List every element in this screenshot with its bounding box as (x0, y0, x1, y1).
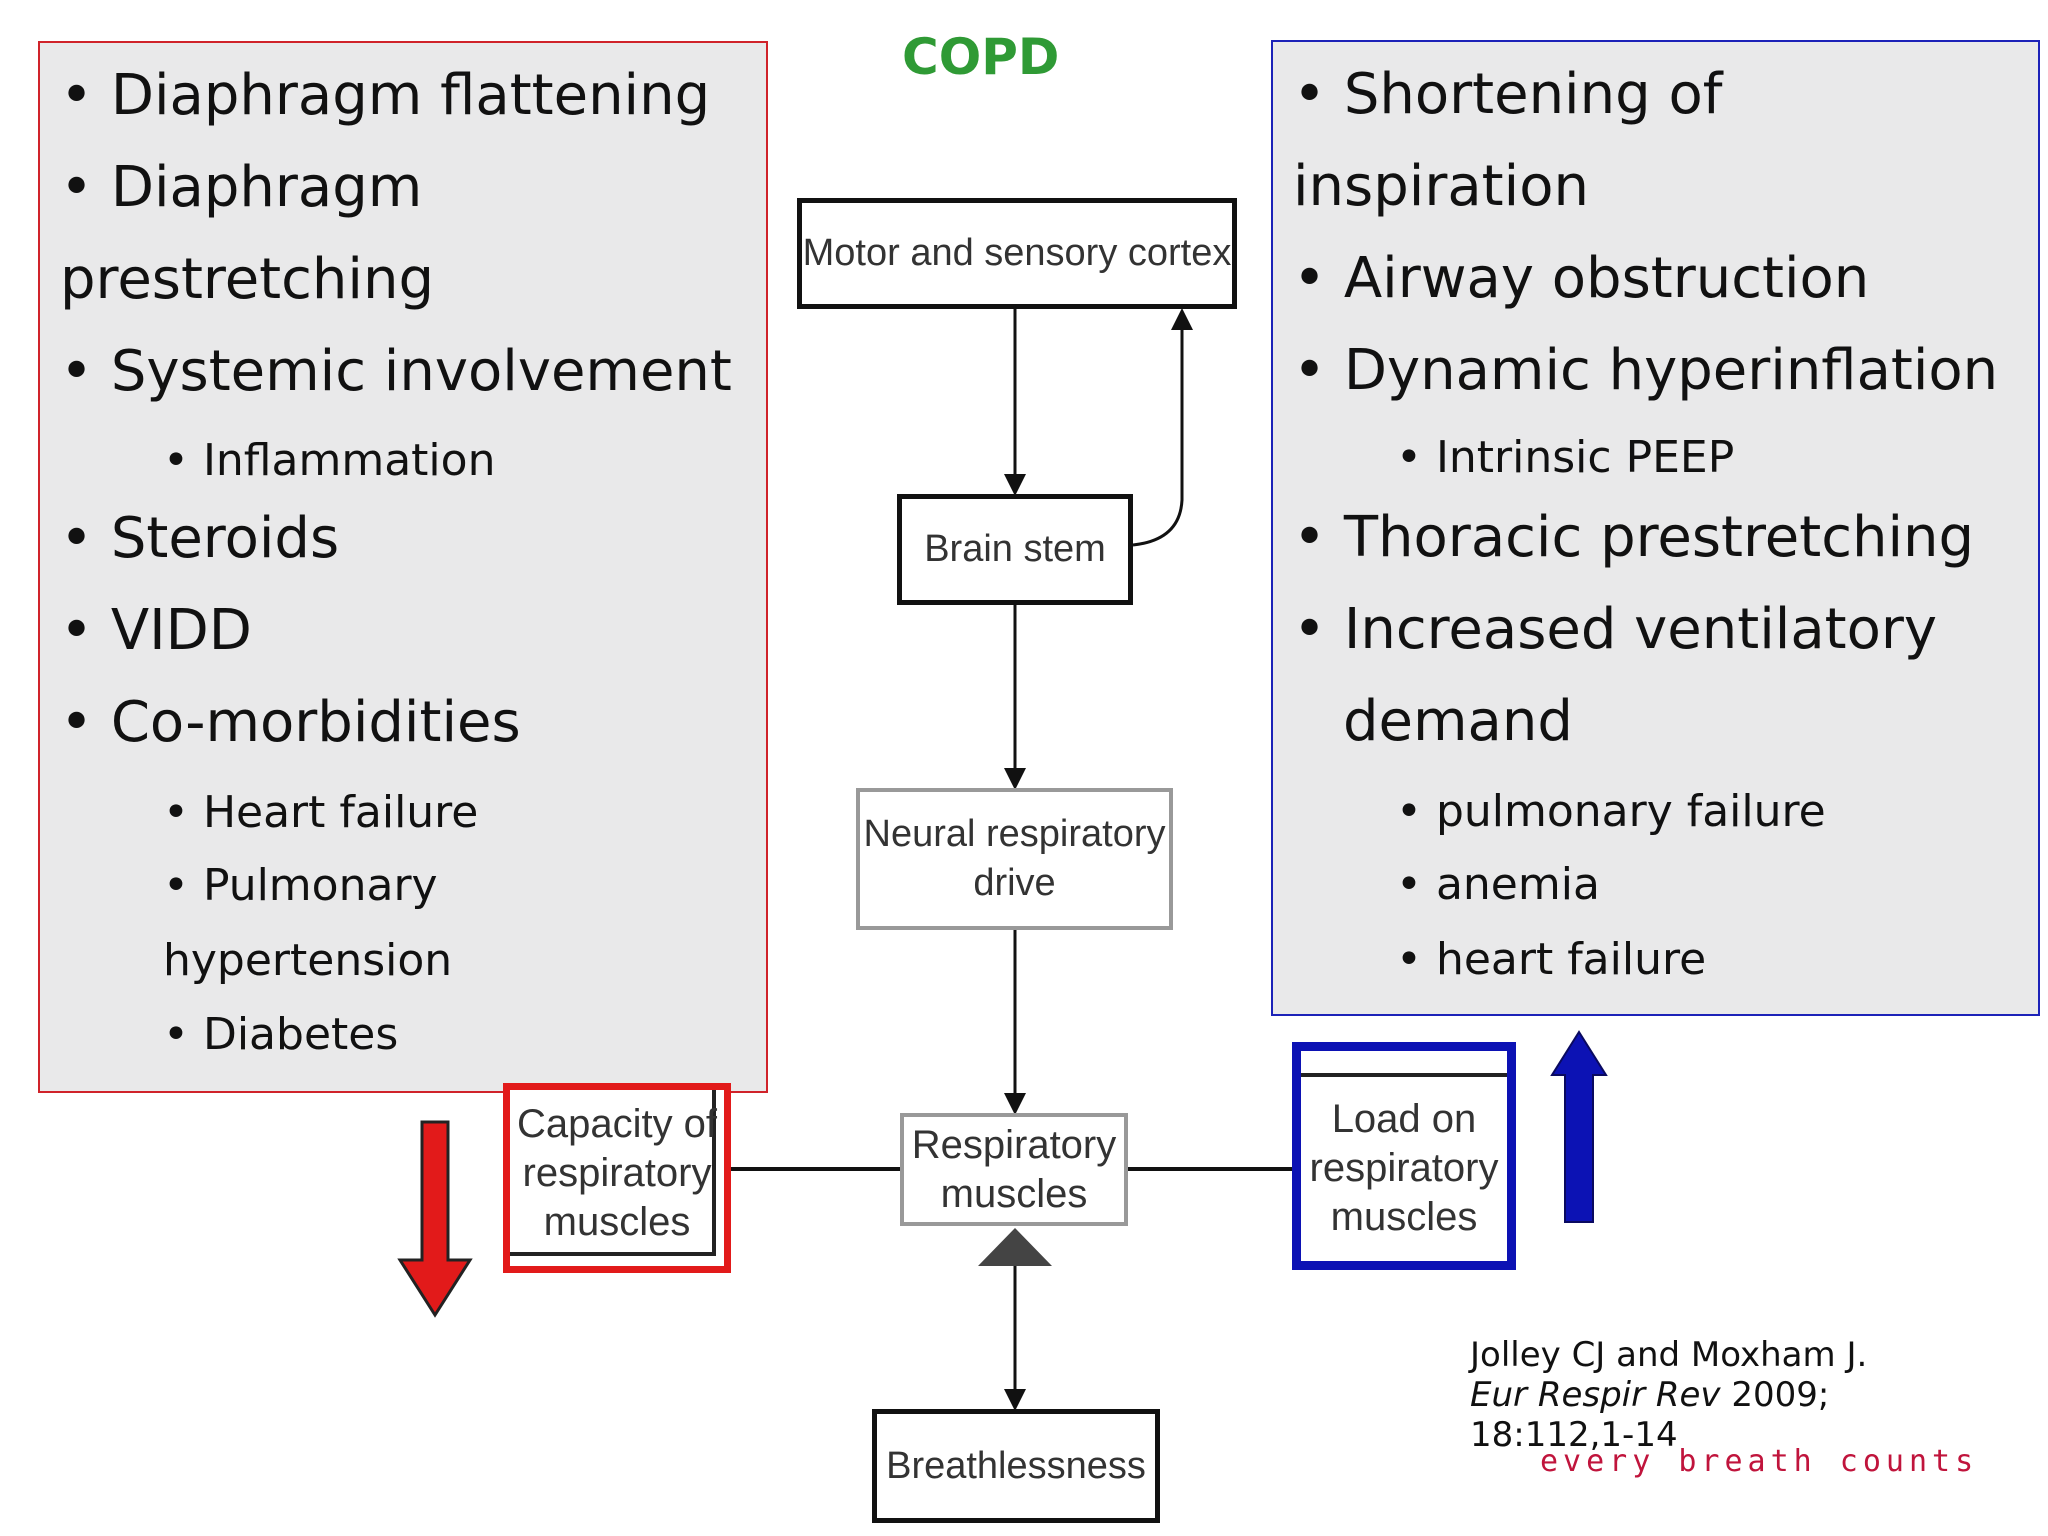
list-item: • Airway obstruction (1293, 246, 1870, 311)
list-subitem: hypertension (163, 935, 453, 986)
list-subitem: • heart failure (1396, 934, 1707, 985)
citation-year: 2009; (1720, 1375, 1830, 1415)
box-label: Brain stem (924, 528, 1106, 570)
list-item: • Steroids (60, 506, 340, 571)
box-label: Load on (1331, 1096, 1477, 1141)
list-subitem: • anemia (1396, 859, 1600, 910)
list-item: • Diaphragm (60, 155, 423, 220)
citation-authors: Jolley CJ and Moxham J. (1470, 1335, 1868, 1375)
citation-journal: Eur Respir Rev (1470, 1375, 1721, 1415)
up-arrow-icon (1550, 1030, 1608, 1223)
load-respiratory-muscles-box: Load on respiratory muscles (1292, 1042, 1516, 1270)
capacity-factors-panel: • Diaphragm flattening • Diaphragm prest… (38, 41, 768, 1093)
diagram-title: COPD (902, 28, 1060, 86)
capacity-respiratory-muscles-box: Capacity of respiratory muscles (503, 1083, 731, 1273)
list-item: demand (1343, 689, 1573, 754)
arrowhead-resp (1004, 1093, 1026, 1115)
box-label: muscles (940, 1171, 1088, 1216)
list-item: • Increased ventilatory (1293, 597, 1938, 662)
list-item: • Dynamic hyperinflation (1293, 338, 1999, 403)
arrowhead-cortex (1171, 308, 1193, 330)
list-item: • Thoracic prestretching (1293, 505, 1975, 570)
box-label: drive (973, 862, 1056, 904)
respiratory-muscles-box: Respiratory muscles (900, 1113, 1128, 1226)
box-label: muscles (543, 1199, 691, 1244)
citation: Jolley CJ and Moxham J. Eur Respir Rev 2… (1470, 1335, 1867, 1455)
down-arrow-icon (397, 1120, 473, 1318)
balance-fulcrum (978, 1228, 1052, 1266)
citation-volume: 18:112,1-14 (1470, 1415, 1678, 1455)
footer-tagline: every breath counts (1540, 1444, 1979, 1479)
load-factors-panel: • Shortening of inspiration • Airway obs… (1271, 40, 2040, 1016)
list-item: inspiration (1293, 154, 1589, 219)
breathlessness-box: Breathlessness (872, 1409, 1160, 1523)
box-label: Neural respiratory (863, 813, 1166, 855)
list-subitem: • Inflammation (163, 435, 496, 486)
list-item: • Co-morbidities (60, 690, 521, 755)
box-label: respiratory (522, 1150, 712, 1195)
list-item: • VIDD (60, 598, 252, 663)
box-label: Respiratory (911, 1122, 1117, 1167)
list-item: • Diaphragm flattening (60, 63, 711, 128)
motor-sensory-cortex-box: Motor and sensory cortex (797, 198, 1237, 309)
list-subitem: • Heart failure (163, 787, 479, 838)
box-label: respiratory (1309, 1145, 1499, 1190)
box-label: Breathlessness (886, 1444, 1146, 1487)
list-item: • Systemic involvement (60, 339, 732, 404)
arrowhead-breath (1004, 1389, 1026, 1411)
box-label: muscles (1330, 1194, 1478, 1239)
list-subitem: • Diabetes (163, 1009, 399, 1060)
list-subitem: • Intrinsic PEEP (1396, 432, 1735, 483)
brain-stem-box: Brain stem (897, 494, 1133, 605)
list-subitem: • Pulmonary (163, 860, 438, 911)
list-subitem: • pulmonary failure (1396, 786, 1826, 837)
arrowhead-brainstem (1004, 474, 1026, 496)
list-item: • Shortening of (1293, 62, 1723, 127)
box-label: Motor and sensory cortex (802, 232, 1232, 274)
box-label: Capacity of (516, 1101, 718, 1146)
neural-respiratory-drive-box: Neural respiratory drive (856, 788, 1173, 930)
arrowhead-neural (1004, 768, 1026, 790)
arrow-brainstem-to-cortex (1132, 318, 1184, 547)
list-item: prestretching (60, 247, 435, 312)
